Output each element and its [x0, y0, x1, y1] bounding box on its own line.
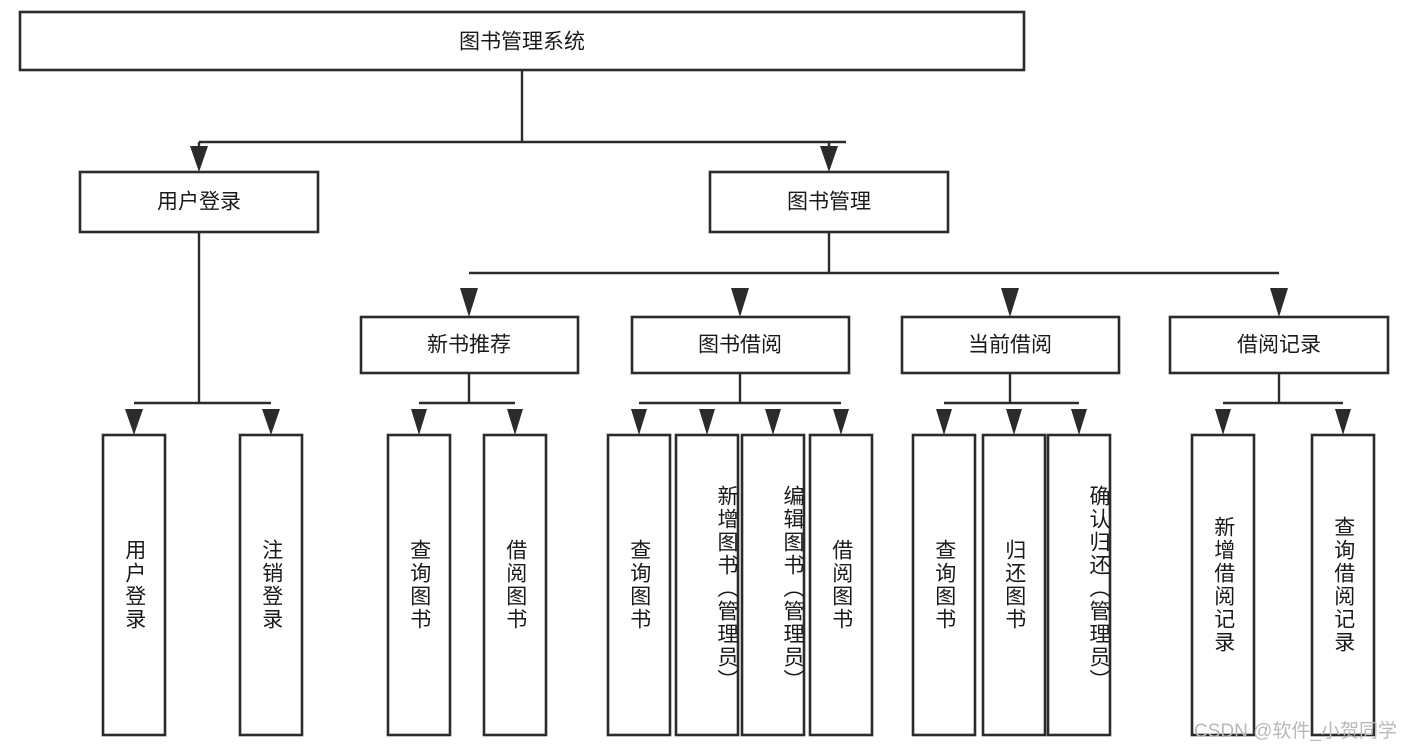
node-borrow-records-box[interactable]: [1168, 315, 1390, 375]
node-user-login-box[interactable]: [78, 170, 320, 234]
arrow-root-to-book-mgmt: [820, 146, 838, 172]
arrow-userlogin-to-leaf-1: [125, 409, 143, 435]
leaf-box-edit-book-admin[interactable]: [740, 433, 806, 737]
arrow-current-to-leaf-3: [1071, 409, 1087, 435]
arrow-borrow-to-leaf-3: [765, 409, 781, 435]
node-user-login[interactable]: 用户登录: [78, 170, 320, 234]
arrow-records-to-leaf-1: [1215, 409, 1231, 435]
leaf-box-add-record[interactable]: [1190, 433, 1256, 737]
leaf-box-layer: [101, 433, 1376, 737]
node-current-borrow[interactable]: 当前借阅: [900, 315, 1121, 375]
node-book-management-label: 图书管理: [787, 191, 871, 214]
arrow-bookmgmt-to-newbook: [460, 288, 478, 317]
csdn-watermark: CSDN @软件_小贺同学: [1194, 721, 1397, 742]
leaf-box-add-book-admin[interactable]: [674, 433, 740, 737]
node-current-borrow-box[interactable]: [900, 315, 1121, 375]
connector-layer: [125, 70, 1351, 435]
leaf-box-query-book-3[interactable]: [911, 433, 977, 737]
leaf-box-query-book-2[interactable]: [606, 433, 672, 737]
node-root-box[interactable]: [18, 10, 1026, 72]
node-book-borrow-box[interactable]: [630, 315, 851, 375]
node-current-borrow-label: 当前借阅: [968, 334, 1052, 357]
arrow-newbook-to-leaf-2: [507, 409, 523, 435]
arrow-bookmgmt-to-borrow: [731, 288, 749, 317]
leaf-box-return-book[interactable]: [981, 433, 1047, 737]
node-book-management[interactable]: 图书管理: [708, 170, 950, 234]
arrow-bookmgmt-to-current: [1001, 288, 1019, 317]
arrow-newbook-to-leaf-1: [411, 409, 427, 435]
arrow-bookmgmt-to-records: [1270, 288, 1288, 317]
node-book-borrow[interactable]: 图书借阅: [630, 315, 851, 375]
leaf-box-query-record[interactable]: [1310, 433, 1376, 737]
node-root-label: 图书管理系统: [459, 31, 585, 54]
node-borrow-records-label: 借阅记录: [1237, 334, 1321, 357]
node-new-book-recommend-box[interactable]: [359, 315, 580, 375]
leaf-box-confirm-return[interactable]: [1046, 433, 1112, 737]
arrow-current-to-leaf-1: [936, 409, 952, 435]
node-book-management-box[interactable]: [708, 170, 950, 234]
node-new-book-recommend[interactable]: 新书推荐: [359, 315, 580, 375]
node-new-book-recommend-label: 新书推荐: [427, 334, 511, 357]
leaf-box-borrow-book-1[interactable]: [482, 433, 548, 737]
arrow-borrow-to-leaf-4: [833, 409, 849, 435]
arrow-records-to-leaf-2: [1335, 409, 1351, 435]
arrow-root-to-user-login: [190, 146, 208, 172]
leaf-box-query-book-1[interactable]: [386, 433, 452, 737]
node-user-login-label: 用户登录: [157, 191, 241, 214]
arrow-borrow-to-leaf-1: [631, 409, 647, 435]
arrow-userlogin-to-leaf-2: [262, 409, 280, 435]
leaf-box-user-login[interactable]: [101, 433, 167, 737]
node-book-borrow-label: 图书借阅: [698, 334, 782, 357]
arrow-current-to-leaf-2: [1006, 409, 1022, 435]
leaf-box-borrow-book-2[interactable]: [808, 433, 874, 737]
node-borrow-records[interactable]: 借阅记录: [1168, 315, 1390, 375]
node-root[interactable]: 图书管理系统: [18, 10, 1026, 72]
arrow-borrow-to-leaf-2: [699, 409, 715, 435]
leaf-box-logout[interactable]: [238, 433, 304, 737]
